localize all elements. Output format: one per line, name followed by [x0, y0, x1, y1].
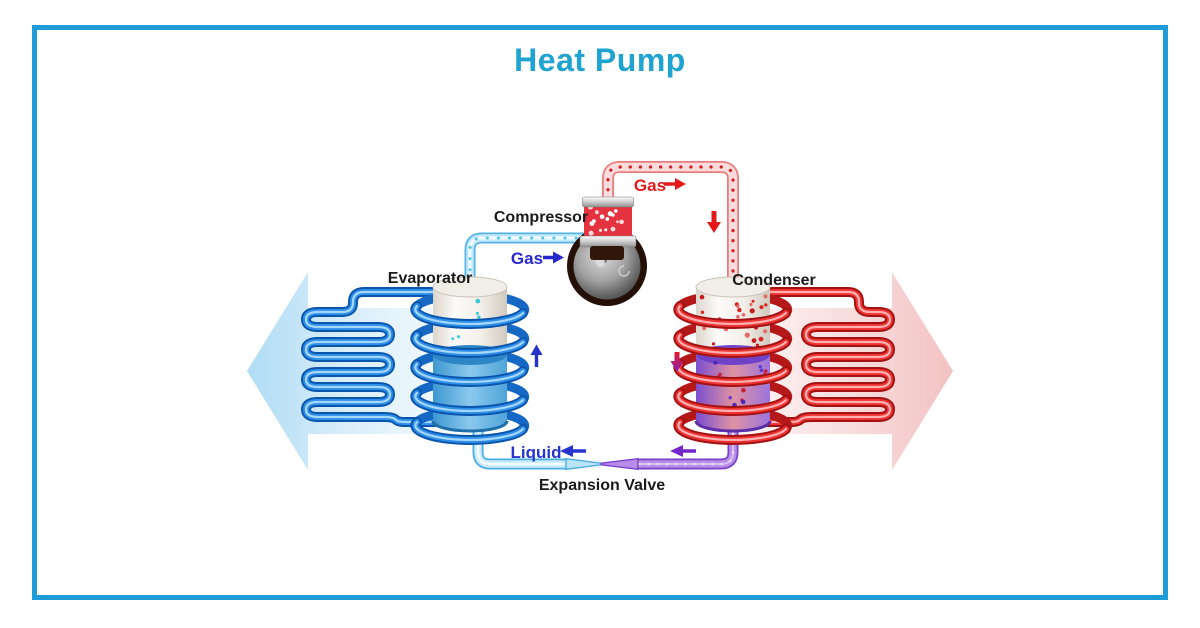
cold-gas-label: Gas: [511, 249, 543, 268]
evaporator-label: Evaporator: [388, 270, 472, 287]
liquid-left-arrow: [560, 445, 586, 457]
expansion-valve-label: Expansion Valve: [539, 477, 665, 494]
compressor-unit: [567, 196, 647, 306]
liquid-pipe-hot-side: [600, 416, 733, 471]
evaporator-top-cap: [432, 276, 508, 298]
purple-left-arrow: [670, 445, 696, 457]
hot-gas-down-arrow: [707, 211, 721, 233]
condenser-gas-bubbles: [699, 294, 768, 347]
compressor-label: Compressor: [494, 209, 588, 226]
evaporator-unit: [415, 276, 524, 440]
page-title: Heat Pump: [514, 42, 686, 78]
condenser-label: Condenser: [732, 272, 816, 289]
evaporator-up-arrow: [530, 344, 543, 367]
condenser-down-arrow: [670, 352, 684, 372]
canvas-frame: [32, 25, 1168, 600]
compressor-bubbles: [587, 204, 624, 236]
liquid-label: Liquid: [511, 443, 562, 462]
cold-gas-right-arrow: [543, 251, 564, 264]
condenser-unit: [678, 276, 787, 440]
evaporator-liquid: [433, 355, 507, 431]
hot-gas-label: Gas: [634, 176, 666, 195]
expansion-valve: [565, 457, 602, 471]
condenser-top-cap: [695, 276, 771, 298]
hot-gas-right-arrow: [664, 178, 686, 190]
